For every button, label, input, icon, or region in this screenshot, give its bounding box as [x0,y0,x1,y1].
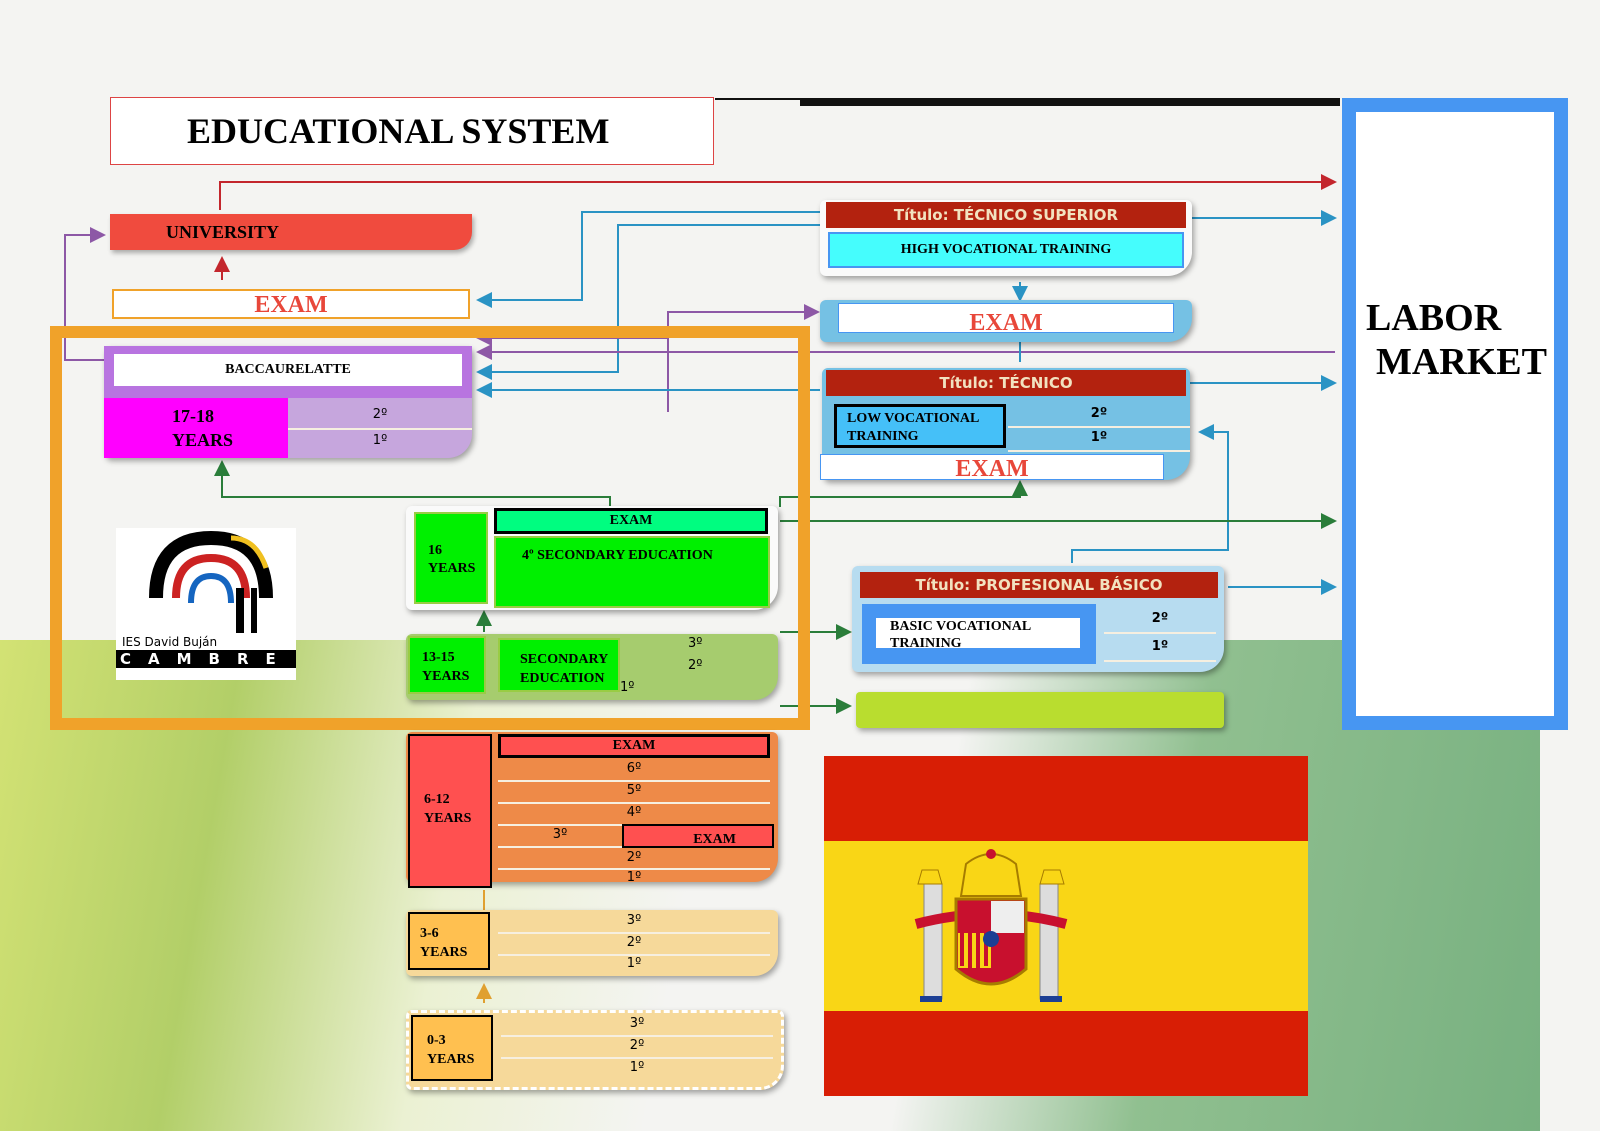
course-1: 1º [1008,426,1190,452]
course-2: 2º [1104,606,1216,634]
other-pathway-bar [856,692,1224,728]
course-2: 2º [688,658,703,673]
course-2: 2º [498,848,770,870]
page-title: EDUCATIONAL SYSTEM [110,97,714,165]
basic-vocational-label: BASIC VOCATIONAL [890,619,1032,634]
university-exam: EXAM [112,289,470,319]
spain-flag [824,756,1308,1096]
basic-vocational-box: BASIC VOCATIONAL TRAINING [862,604,1096,664]
age-range: 17-18 [172,406,214,426]
age-range: 16 [428,543,442,558]
course-1: 1º [626,956,642,971]
course-2: 2º [501,1035,773,1059]
low-vocational-label: LOW VOCATIONAL [847,411,980,426]
course-3: 3º [501,1013,773,1037]
age-unit: YEARS [424,811,472,826]
tecnico-title: Título: TÉCNICO [826,370,1186,396]
fourth-secondary-label: 4º SECONDARY EDUCATION [494,536,770,608]
university-box: UNIVERSITY [110,214,472,250]
age-unit: YEARS [427,1052,475,1067]
course-3: 3º [498,824,622,848]
age-unit: YEARS [428,561,476,576]
school-logo: IES David Buján CAMBRE [116,528,296,680]
secondary-label-2: EDUCATION [520,671,605,686]
highlight-frame [50,326,810,730]
tecnico-superior-exam: EXAM [838,303,1174,333]
primary-mid-exam: EXAM [622,824,774,848]
course-6: 6º [498,758,770,782]
course-1: 1º [620,680,635,695]
basic-vocational-label-2: TRAINING [890,636,962,651]
profesional-basico-title: Título: PROFESIONAL BÁSICO [860,572,1218,598]
age-range: 3-6 [420,926,439,941]
logo-arch-icon [149,530,273,633]
profesional-basico-card: Título: PROFESIONAL BÁSICO BASIC VOCATIO… [852,566,1224,672]
age-range: 0-3 [427,1033,446,1048]
age-unit: YEARS [422,669,470,684]
market-label: MARKET [1376,341,1547,383]
fourth-secondary-exam: EXAM [494,508,768,534]
course-1: 1º [1104,634,1216,662]
primary-exam: EXAM [498,734,770,758]
age-range: 13-15 [422,650,455,665]
low-vocational-label-2: TRAINING [847,429,919,444]
logo-school-name: IES David Buján [122,635,218,649]
baccalaureate-label: BACCAURELATTE [114,354,462,386]
course-2: 2º [288,402,472,430]
course-3: 3º [498,910,770,934]
course-2: 2º [498,932,770,956]
tecnico-exam: EXAM [820,454,1164,480]
course-3: 3º [688,636,703,651]
course-5: 5º [498,780,770,804]
age-unit: YEARS [172,430,234,450]
labor-label: LABOR [1366,297,1502,339]
course-1: 1º [372,433,388,448]
course-1: 1º [629,1060,645,1075]
logo-town: CAMBRE [116,650,296,668]
course-1: 1º [626,870,642,885]
age-unit: YEARS [420,945,468,960]
high-vocational-label: HIGH VOCATIONAL TRAINING [828,232,1184,268]
secondary-label: SECONDARY [520,652,609,667]
tecnico-superior-exam-card: EXAM [820,300,1192,342]
tecnico-superior-title: Título: TÉCNICO SUPERIOR [826,202,1186,228]
course-4: 4º [498,802,770,826]
coat-of-arms-icon [914,849,1068,1002]
course-2: 2º [1008,402,1190,428]
tecnico-superior-card: Título: TÉCNICO SUPERIOR HIGH VOCATIONAL… [820,200,1192,276]
age-range: 6-12 [424,792,450,807]
tecnico-card: Título: TÉCNICO LOW VOCATIONAL TRAINING 2… [820,368,1190,480]
